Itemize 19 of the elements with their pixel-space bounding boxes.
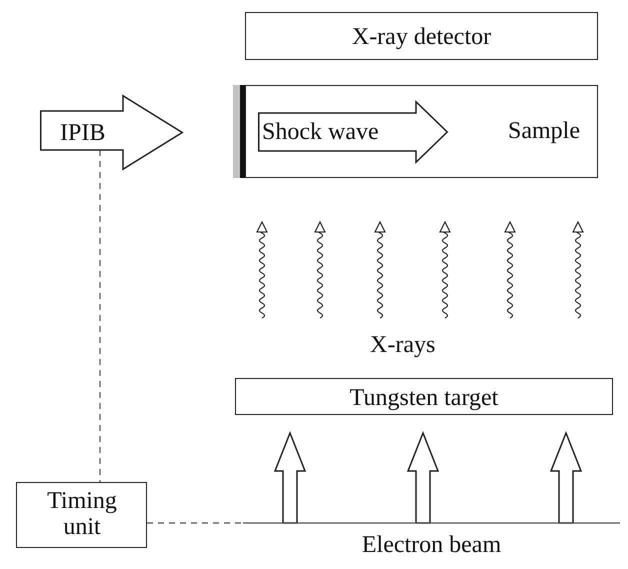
hollow-arrow <box>550 430 582 524</box>
sample-box <box>245 85 598 178</box>
xray-label: X-rays <box>370 332 436 358</box>
dashed-connector <box>99 150 101 482</box>
box-label: Timing unit <box>46 488 118 541</box>
dashed-connector <box>147 522 243 524</box>
box-label: X-ray detector <box>350 24 492 50</box>
box-label: Shock wave <box>262 119 379 146</box>
box-label: IPIB <box>60 120 106 146</box>
detector-box <box>245 12 598 60</box>
beam-arrow-shape <box>40 95 183 170</box>
hollow-arrow <box>406 430 440 524</box>
timing-unit-box <box>16 482 147 548</box>
beam-label: Electron beam <box>360 532 502 558</box>
box-label: Tungsten target <box>348 384 500 411</box>
target-box <box>235 378 613 415</box>
hollow-arrow <box>274 430 306 524</box>
box-label: Sample <box>508 118 580 144</box>
shock-wave-arrow <box>258 101 448 163</box>
